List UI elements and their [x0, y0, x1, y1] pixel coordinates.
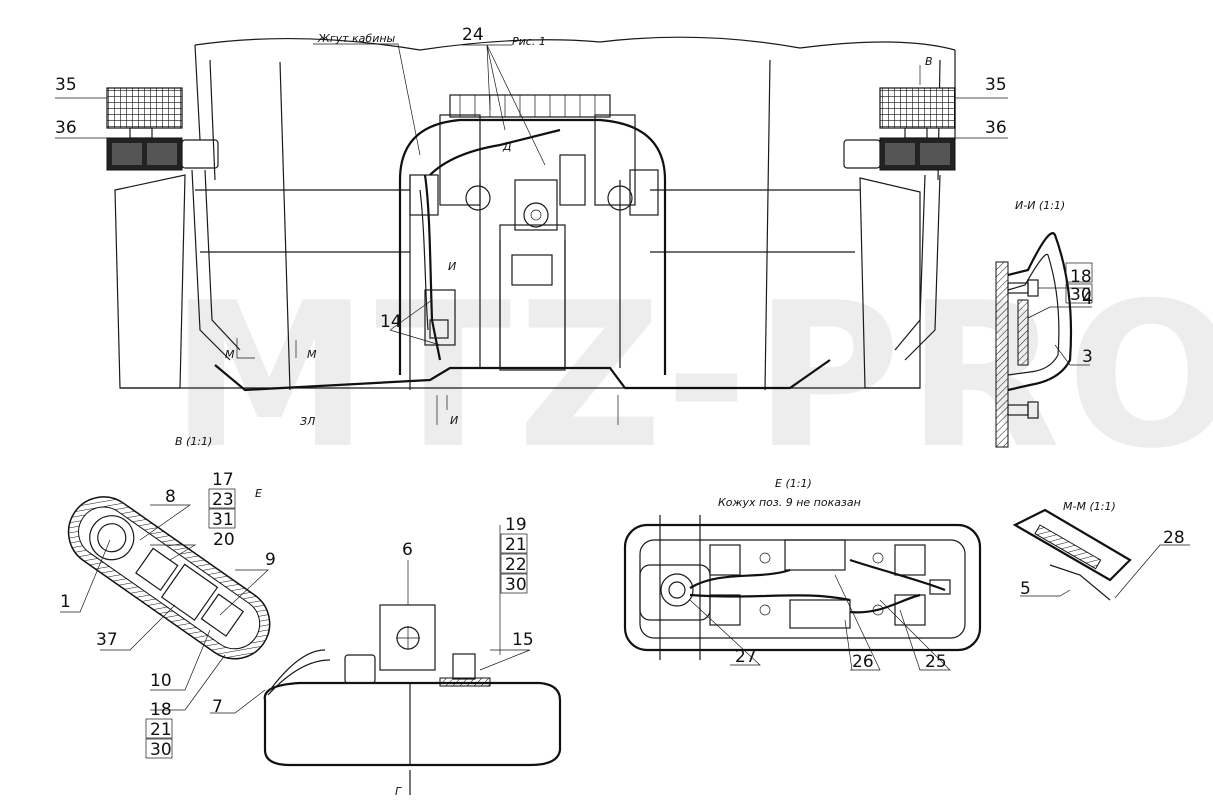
- mark-m-left: М: [225, 348, 235, 361]
- main-view: [55, 36, 1008, 425]
- callout-30-g: 30: [505, 575, 527, 595]
- callout-numbers: 35 36 35 36 24 14 18 30 4 3 17 23 31 8 2…: [55, 25, 1185, 760]
- view-e-caption: Е (1:1): [775, 477, 812, 490]
- section-ii-caption: И-И (1:1): [1015, 199, 1065, 212]
- callout-35-right: 35: [985, 75, 1007, 95]
- callout-20: 20: [213, 530, 235, 550]
- callout-36-left: 36: [55, 118, 77, 138]
- work-lamp-left: [106, 87, 183, 129]
- harness-caption: Жгут кабины: [317, 32, 396, 45]
- mark-e: Е: [255, 487, 262, 500]
- callout-10: 10: [150, 671, 172, 691]
- callout-1: 1: [60, 592, 71, 612]
- mark-v: В: [925, 55, 933, 68]
- callout-6: 6: [402, 540, 413, 560]
- work-lamp-right: [879, 87, 956, 129]
- callout-30-ii: 30: [1070, 285, 1092, 305]
- callout-19: 19: [505, 515, 527, 535]
- view-e-note: Кожух поз. 9 не показан: [718, 496, 861, 509]
- callout-31: 31: [212, 510, 234, 530]
- mark-m-right: М: [307, 348, 317, 361]
- figure-caption: Рис. 1: [512, 35, 546, 48]
- section-mm-view: [1012, 508, 1190, 601]
- callout-3: 3: [1082, 347, 1093, 367]
- callout-27: 27: [735, 647, 757, 667]
- callout-26: 26: [852, 652, 874, 672]
- section-ii-view: [995, 232, 1092, 448]
- callout-36-right: 36: [985, 118, 1007, 138]
- callout-4: 4: [1082, 289, 1093, 309]
- callout-25: 25: [925, 652, 947, 672]
- callout-5: 5: [1020, 579, 1031, 599]
- mark-i-bottom: И: [450, 414, 458, 427]
- callout-30-v: 30: [150, 740, 172, 760]
- mark-g: Г: [395, 785, 402, 798]
- callout-24: 24: [462, 25, 484, 45]
- callout-21-g: 21: [505, 535, 527, 555]
- mark-d: Д: [502, 140, 512, 153]
- captions: Рис. 1 Жгут кабины В (1:1) Е (1:1) Кожух…: [175, 32, 1116, 798]
- callout-8: 8: [165, 487, 176, 507]
- callout-14: 14: [380, 312, 402, 332]
- callout-9: 9: [265, 550, 276, 570]
- section-mm-caption: М-М (1:1): [1063, 500, 1116, 513]
- mark-zl: ЗЛ: [300, 415, 315, 428]
- watermark: MTZ-PRO: [170, 260, 1213, 493]
- callout-18-v: 18: [150, 700, 172, 720]
- view-v: [60, 496, 562, 795]
- mark-i-top: И: [448, 260, 456, 273]
- callout-23: 23: [212, 490, 234, 510]
- callout-28: 28: [1163, 528, 1185, 548]
- view-e: [623, 515, 982, 671]
- callout-35-left: 35: [55, 75, 77, 95]
- callout-15: 15: [512, 630, 534, 650]
- callout-21-v: 21: [150, 720, 172, 740]
- callout-17: 17: [212, 470, 234, 490]
- callout-7: 7: [212, 697, 223, 717]
- callout-22: 22: [505, 555, 527, 575]
- callout-37: 37: [96, 630, 118, 650]
- view-v-caption: В (1:1): [175, 435, 212, 448]
